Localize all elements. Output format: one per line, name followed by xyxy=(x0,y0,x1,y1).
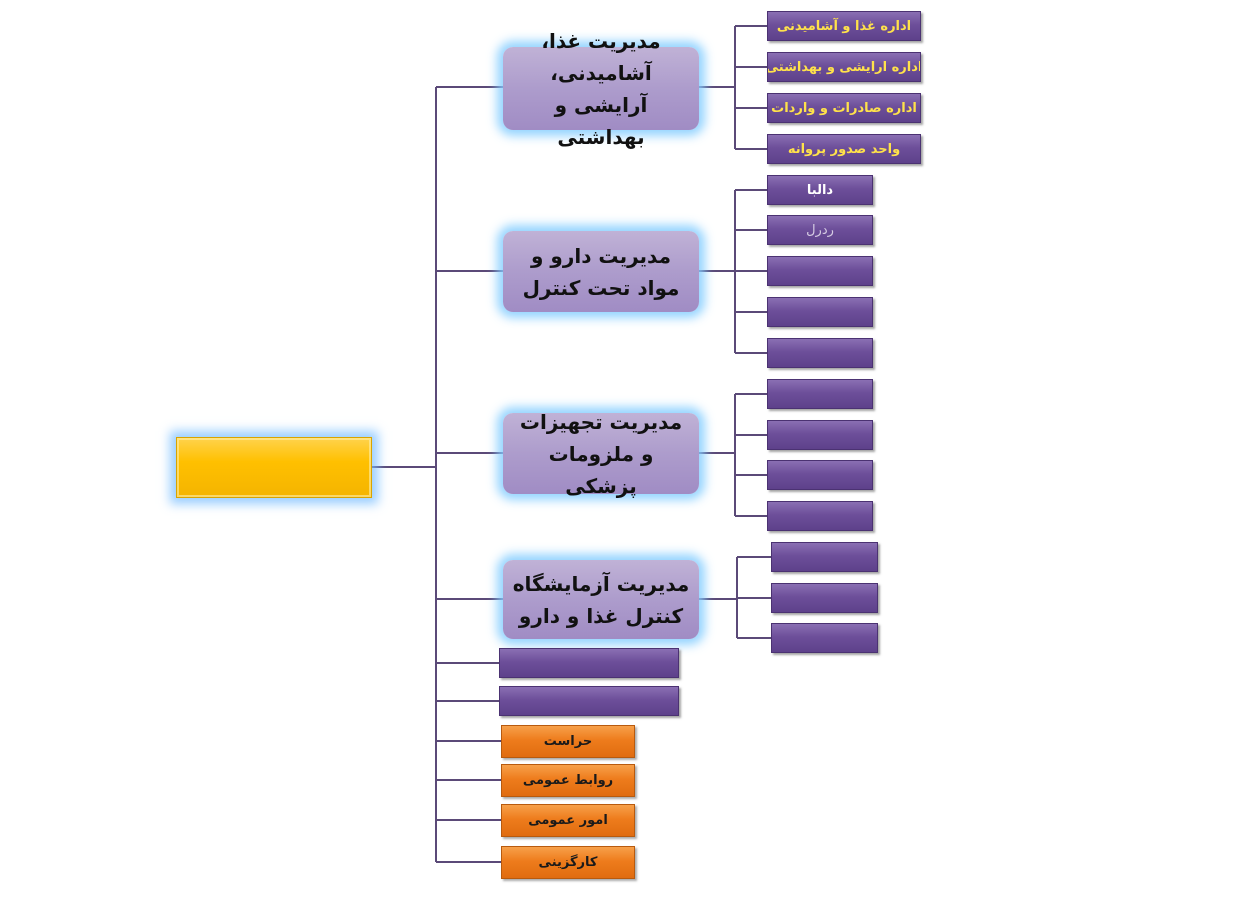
unit-import-export: اداره صادرات و واردات xyxy=(767,93,921,123)
support-label: کارگزینی xyxy=(538,855,598,870)
dept-laboratory-box: مدیریت آزمایشگاه کنترل غذا و دارو xyxy=(503,560,699,639)
dept-medical-equipment-title: مدیریت تجهیزات و ملزومات پزشکی xyxy=(519,409,683,498)
unit-drug-4 xyxy=(767,297,873,327)
root-box xyxy=(176,437,372,498)
unit-license-issuance: واحد صدور پروانه xyxy=(767,134,921,164)
unit-label: ردرل xyxy=(806,222,834,238)
dept-drug-box: مدیریت دارو و مواد تحت کنترل xyxy=(503,231,699,312)
unit-drug-2: ردرل xyxy=(767,215,873,245)
unit-label: اداره صادرات و واردات xyxy=(771,100,917,116)
dept-food-cosmetics-title: مدیریت غذا، آشامیدنی، آرایشی و بهداشتی xyxy=(541,28,661,149)
unit-equipment-4 xyxy=(767,501,873,531)
dept-medical-equipment-box: مدیریت تجهیزات و ملزومات پزشکی xyxy=(503,410,699,498)
dept-laboratory-title: مدیریت آزمایشگاه کنترل غذا و دارو xyxy=(512,571,690,628)
support-security-box: حراست xyxy=(501,725,635,758)
unit-label: دالبا xyxy=(806,182,834,198)
extra-unit-bar-2 xyxy=(499,686,679,716)
unit-laboratory-2 xyxy=(771,583,878,613)
unit-drug-3 xyxy=(767,256,873,286)
support-label: امور عمومی xyxy=(528,813,608,828)
unit-laboratory-3 xyxy=(771,623,878,653)
dept-drug-title: مدیریت دارو و مواد تحت کنترل xyxy=(522,243,680,300)
unit-label: اداره ارایشی و بهداشتی xyxy=(767,59,921,75)
unit-equipment-2 xyxy=(767,420,873,450)
unit-equipment-1 xyxy=(767,379,873,409)
support-public-relations-box: روابط عمومی xyxy=(501,764,635,797)
unit-label: اداره غذا و آشامیدنی xyxy=(776,18,912,34)
unit-cosmetics-hygiene: اداره ارایشی و بهداشتی xyxy=(767,52,921,82)
support-label: حراست xyxy=(543,734,593,749)
unit-drug-1: دالبا xyxy=(767,175,873,205)
dept-food-cosmetics-box: مدیریت غذا، آشامیدنی، آرایشی و بهداشتی xyxy=(503,29,699,149)
extra-unit-bar-1 xyxy=(499,648,679,678)
unit-equipment-3 xyxy=(767,460,873,490)
support-label: روابط عمومی xyxy=(522,773,614,788)
support-personnel-box: کارگزینی xyxy=(501,846,635,879)
unit-laboratory-1 xyxy=(771,542,878,572)
unit-label: واحد صدور پروانه xyxy=(787,141,901,157)
unit-drug-5 xyxy=(767,338,873,368)
support-general-affairs-box: امور عمومی xyxy=(501,804,635,837)
unit-food-beverage: اداره غذا و آشامیدنی xyxy=(767,11,921,41)
